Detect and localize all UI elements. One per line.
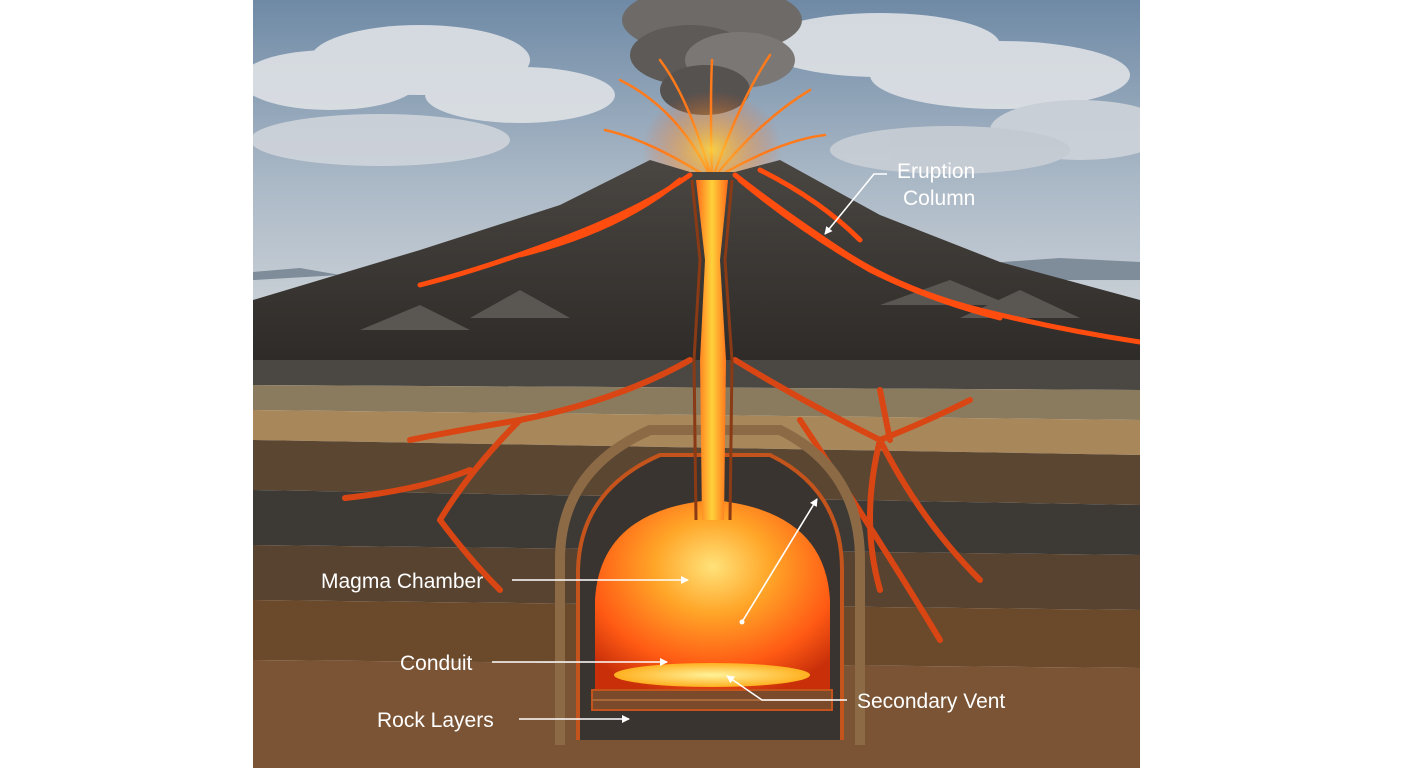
magma-pool bbox=[614, 663, 810, 687]
illustration-panel bbox=[240, 0, 1170, 768]
label-secondary-vent: Secondary Vent bbox=[857, 690, 1005, 713]
arrow-secondary-vent-origin bbox=[740, 620, 745, 625]
label-rock-layers: Rock Layers bbox=[377, 709, 494, 732]
label-magma-chamber: Magma Chamber bbox=[321, 570, 483, 593]
label-eruption-column-line2: Column bbox=[903, 187, 975, 210]
label-conduit: Conduit bbox=[400, 652, 473, 675]
label-eruption-column-line1: Eruption bbox=[897, 160, 975, 183]
